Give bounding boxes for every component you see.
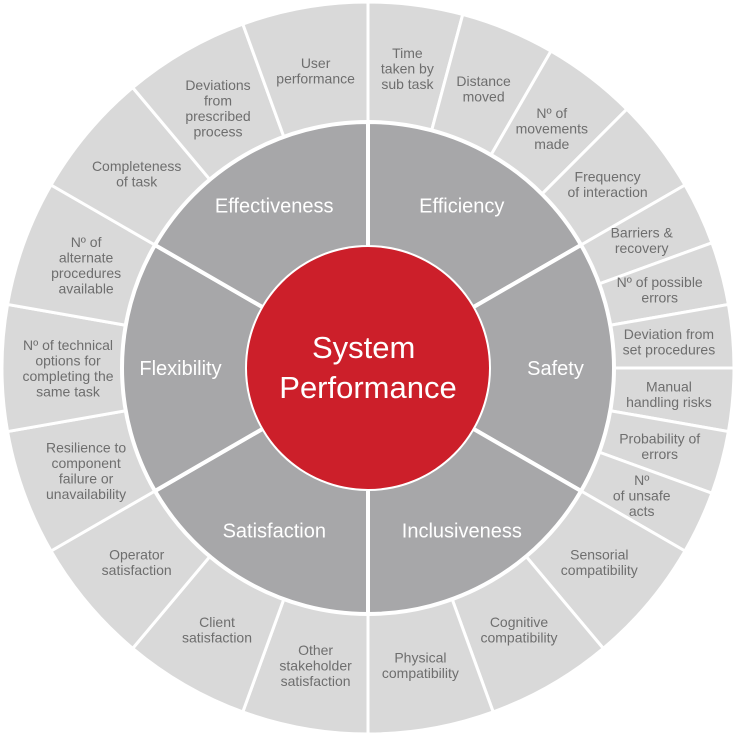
- metric-label-line: procedures: [51, 265, 121, 281]
- metric-label-line: completing the: [22, 368, 113, 384]
- metric-label-line: alternate: [59, 250, 114, 266]
- metric-label-line: compatibility: [382, 665, 459, 681]
- metric-label-line: available: [58, 281, 113, 297]
- metric-label-line: Deviation from: [624, 326, 714, 342]
- metric-label-line: errors: [641, 446, 678, 462]
- metric-label-line: Completeness: [92, 158, 182, 174]
- center-circle: [247, 247, 489, 489]
- metric-label-line: of unsafe: [613, 488, 671, 504]
- metric-label-line: set procedures: [623, 341, 716, 357]
- metric-label-line: failure or: [59, 470, 114, 486]
- category-label-satisfaction: Satisfaction: [223, 520, 326, 542]
- metric-label-line: compatibility: [480, 629, 557, 645]
- metric-label-line: Nº: [634, 472, 649, 488]
- metric-label-line: satisfaction: [182, 629, 252, 645]
- metric-label-line: movements: [516, 120, 588, 136]
- metric-label-line: Nº of technical: [23, 337, 113, 353]
- metric-label-line: Cognitive: [490, 614, 549, 630]
- category-label-flexibility: Flexibility: [139, 358, 221, 380]
- metric-label-line: Resilience to: [46, 439, 126, 455]
- metric-label-line: Nº of possible: [617, 274, 703, 290]
- metric-label-line: Deviations: [185, 77, 250, 93]
- metric-label-line: errors: [641, 290, 678, 306]
- metric-label-line: Client: [199, 614, 235, 630]
- metric-label-line: Distance: [456, 73, 511, 89]
- metric-label-line: process: [193, 123, 242, 139]
- metric-label-line: handling risks: [626, 394, 712, 410]
- metric-label-line: performance: [276, 70, 355, 86]
- metric-label-line: same task: [36, 383, 101, 399]
- metric-label-line: satisfaction: [281, 673, 351, 689]
- metric-label-line: Other: [298, 642, 333, 658]
- metric-label-line: Sensorial: [570, 546, 628, 562]
- metric-label-line: User: [301, 55, 331, 71]
- metric-label-line: Barriers &: [611, 225, 674, 241]
- metric-label-line: recovery: [615, 240, 669, 256]
- center-hub: System Performance: [247, 247, 489, 489]
- metric-label-line: moved: [463, 89, 505, 105]
- center-label-line-2: Performance: [279, 370, 456, 405]
- metric-label-line: made: [534, 136, 569, 152]
- metric-label-line: Nº of: [71, 234, 102, 250]
- metric-label-line: of task: [116, 174, 158, 190]
- metric-label-line: Time: [392, 45, 423, 61]
- metric-label-line: satisfaction: [102, 562, 172, 578]
- metric-label-line: options for: [35, 352, 101, 368]
- category-label-inclusiveness: Inclusiveness: [402, 520, 522, 542]
- metric-label-line: taken by: [381, 61, 434, 77]
- metric-label-line: Frequency: [575, 168, 641, 184]
- metric-label-line: Operator: [109, 546, 165, 562]
- metric-label-line: from: [204, 92, 232, 108]
- category-label-efficiency: Efficiency: [419, 196, 504, 218]
- center-label-line-1: System: [312, 330, 415, 365]
- category-label-effectiveness: Effectiveness: [215, 196, 334, 218]
- metric-label-line: compatibility: [561, 562, 638, 578]
- metric-label-line: unavailability: [46, 486, 126, 502]
- metric-label-line: prescribed: [185, 108, 250, 124]
- center-label: System Performance: [279, 330, 456, 405]
- metric-label-line: acts: [629, 503, 655, 519]
- metric-label-line: component: [51, 455, 120, 471]
- metric-label: Barriers &recovery: [611, 225, 674, 257]
- metric-label-line: of interaction: [568, 184, 648, 200]
- metric-label-line: Probability of: [619, 430, 700, 446]
- metric-label-line: stakeholder: [279, 657, 352, 673]
- metric-label-line: Nº of: [536, 105, 567, 121]
- metric-label-line: Physical: [394, 650, 446, 666]
- metric-label-line: Manual: [646, 379, 692, 395]
- metric-label-line: sub task: [381, 76, 434, 92]
- category-label-safety: Safety: [527, 358, 584, 380]
